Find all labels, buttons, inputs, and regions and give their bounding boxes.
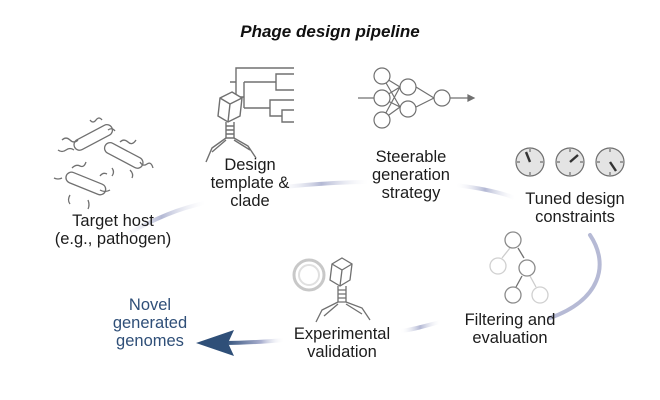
phage-plaque-icon	[292, 257, 371, 323]
arrowhead-icon	[196, 330, 234, 356]
flow-segment-6	[223, 338, 287, 345]
label-line: clade	[230, 192, 270, 210]
label-line: evaluation	[472, 329, 548, 347]
label-line: genomes	[116, 332, 184, 350]
label-line: validation	[307, 343, 377, 361]
label-line: strategy	[381, 184, 441, 202]
label-line: Steerable	[375, 148, 447, 166]
output-label-novel-genomes: Novel generated genomes	[100, 296, 200, 350]
stage-label-target-host: Target host (e.g., pathogen)	[38, 212, 188, 248]
label-line: (e.g., pathogen)	[54, 230, 172, 248]
dials-icon	[515, 147, 625, 177]
flow-segment-5	[398, 320, 442, 333]
stage-label-design-template: Design template & clade	[195, 156, 305, 210]
label-line: template &	[210, 174, 290, 192]
label-line: Filtering and	[464, 311, 556, 329]
label-line: Novel	[128, 296, 172, 314]
label-line: Experimental	[293, 325, 391, 343]
stage-label-steerable-generation: Steerable generation strategy	[356, 148, 466, 202]
flow-segment-4	[548, 233, 602, 320]
flow-segment-3	[453, 183, 517, 200]
diagram-title: Phage design pipeline	[240, 22, 420, 41]
decision-tree-icon	[489, 231, 549, 304]
stage-label-experimental-validation: Experimental validation	[272, 325, 412, 361]
label-line: constraints	[535, 208, 615, 226]
flow-segment-2	[273, 180, 370, 190]
flow-segment-1	[116, 201, 207, 242]
stage-label-filtering: Filtering and evaluation	[440, 311, 580, 347]
bacteria-icon	[53, 117, 154, 210]
label-line: Design	[224, 156, 276, 174]
label-line: generated	[112, 314, 188, 332]
label-line: Tuned design	[525, 190, 625, 208]
phage-phylogeny-icon	[205, 67, 294, 163]
neural-network-icon	[358, 67, 476, 129]
stage-label-tuned-constraints: Tuned design constraints	[500, 190, 650, 226]
label-line: generation	[372, 166, 450, 184]
label-line: Target host	[72, 212, 154, 230]
